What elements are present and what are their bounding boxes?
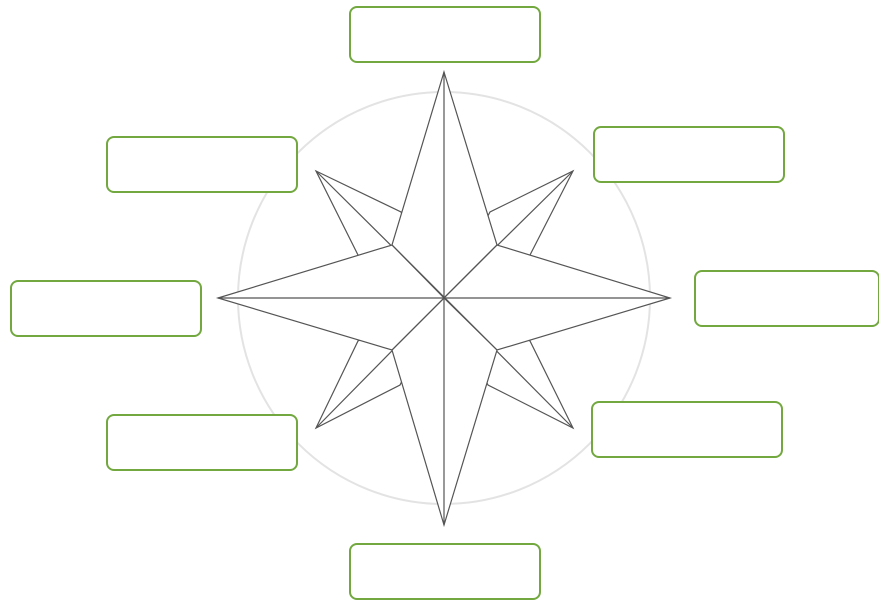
- direction-box-northwest[interactable]: [106, 136, 298, 193]
- direction-box-east[interactable]: [694, 270, 879, 327]
- direction-box-southwest[interactable]: [106, 414, 298, 471]
- direction-box-south[interactable]: [349, 543, 541, 600]
- direction-box-west[interactable]: [10, 280, 202, 337]
- direction-box-northeast[interactable]: [593, 126, 785, 183]
- direction-box-southeast[interactable]: [591, 401, 783, 458]
- direction-box-north[interactable]: [349, 6, 541, 63]
